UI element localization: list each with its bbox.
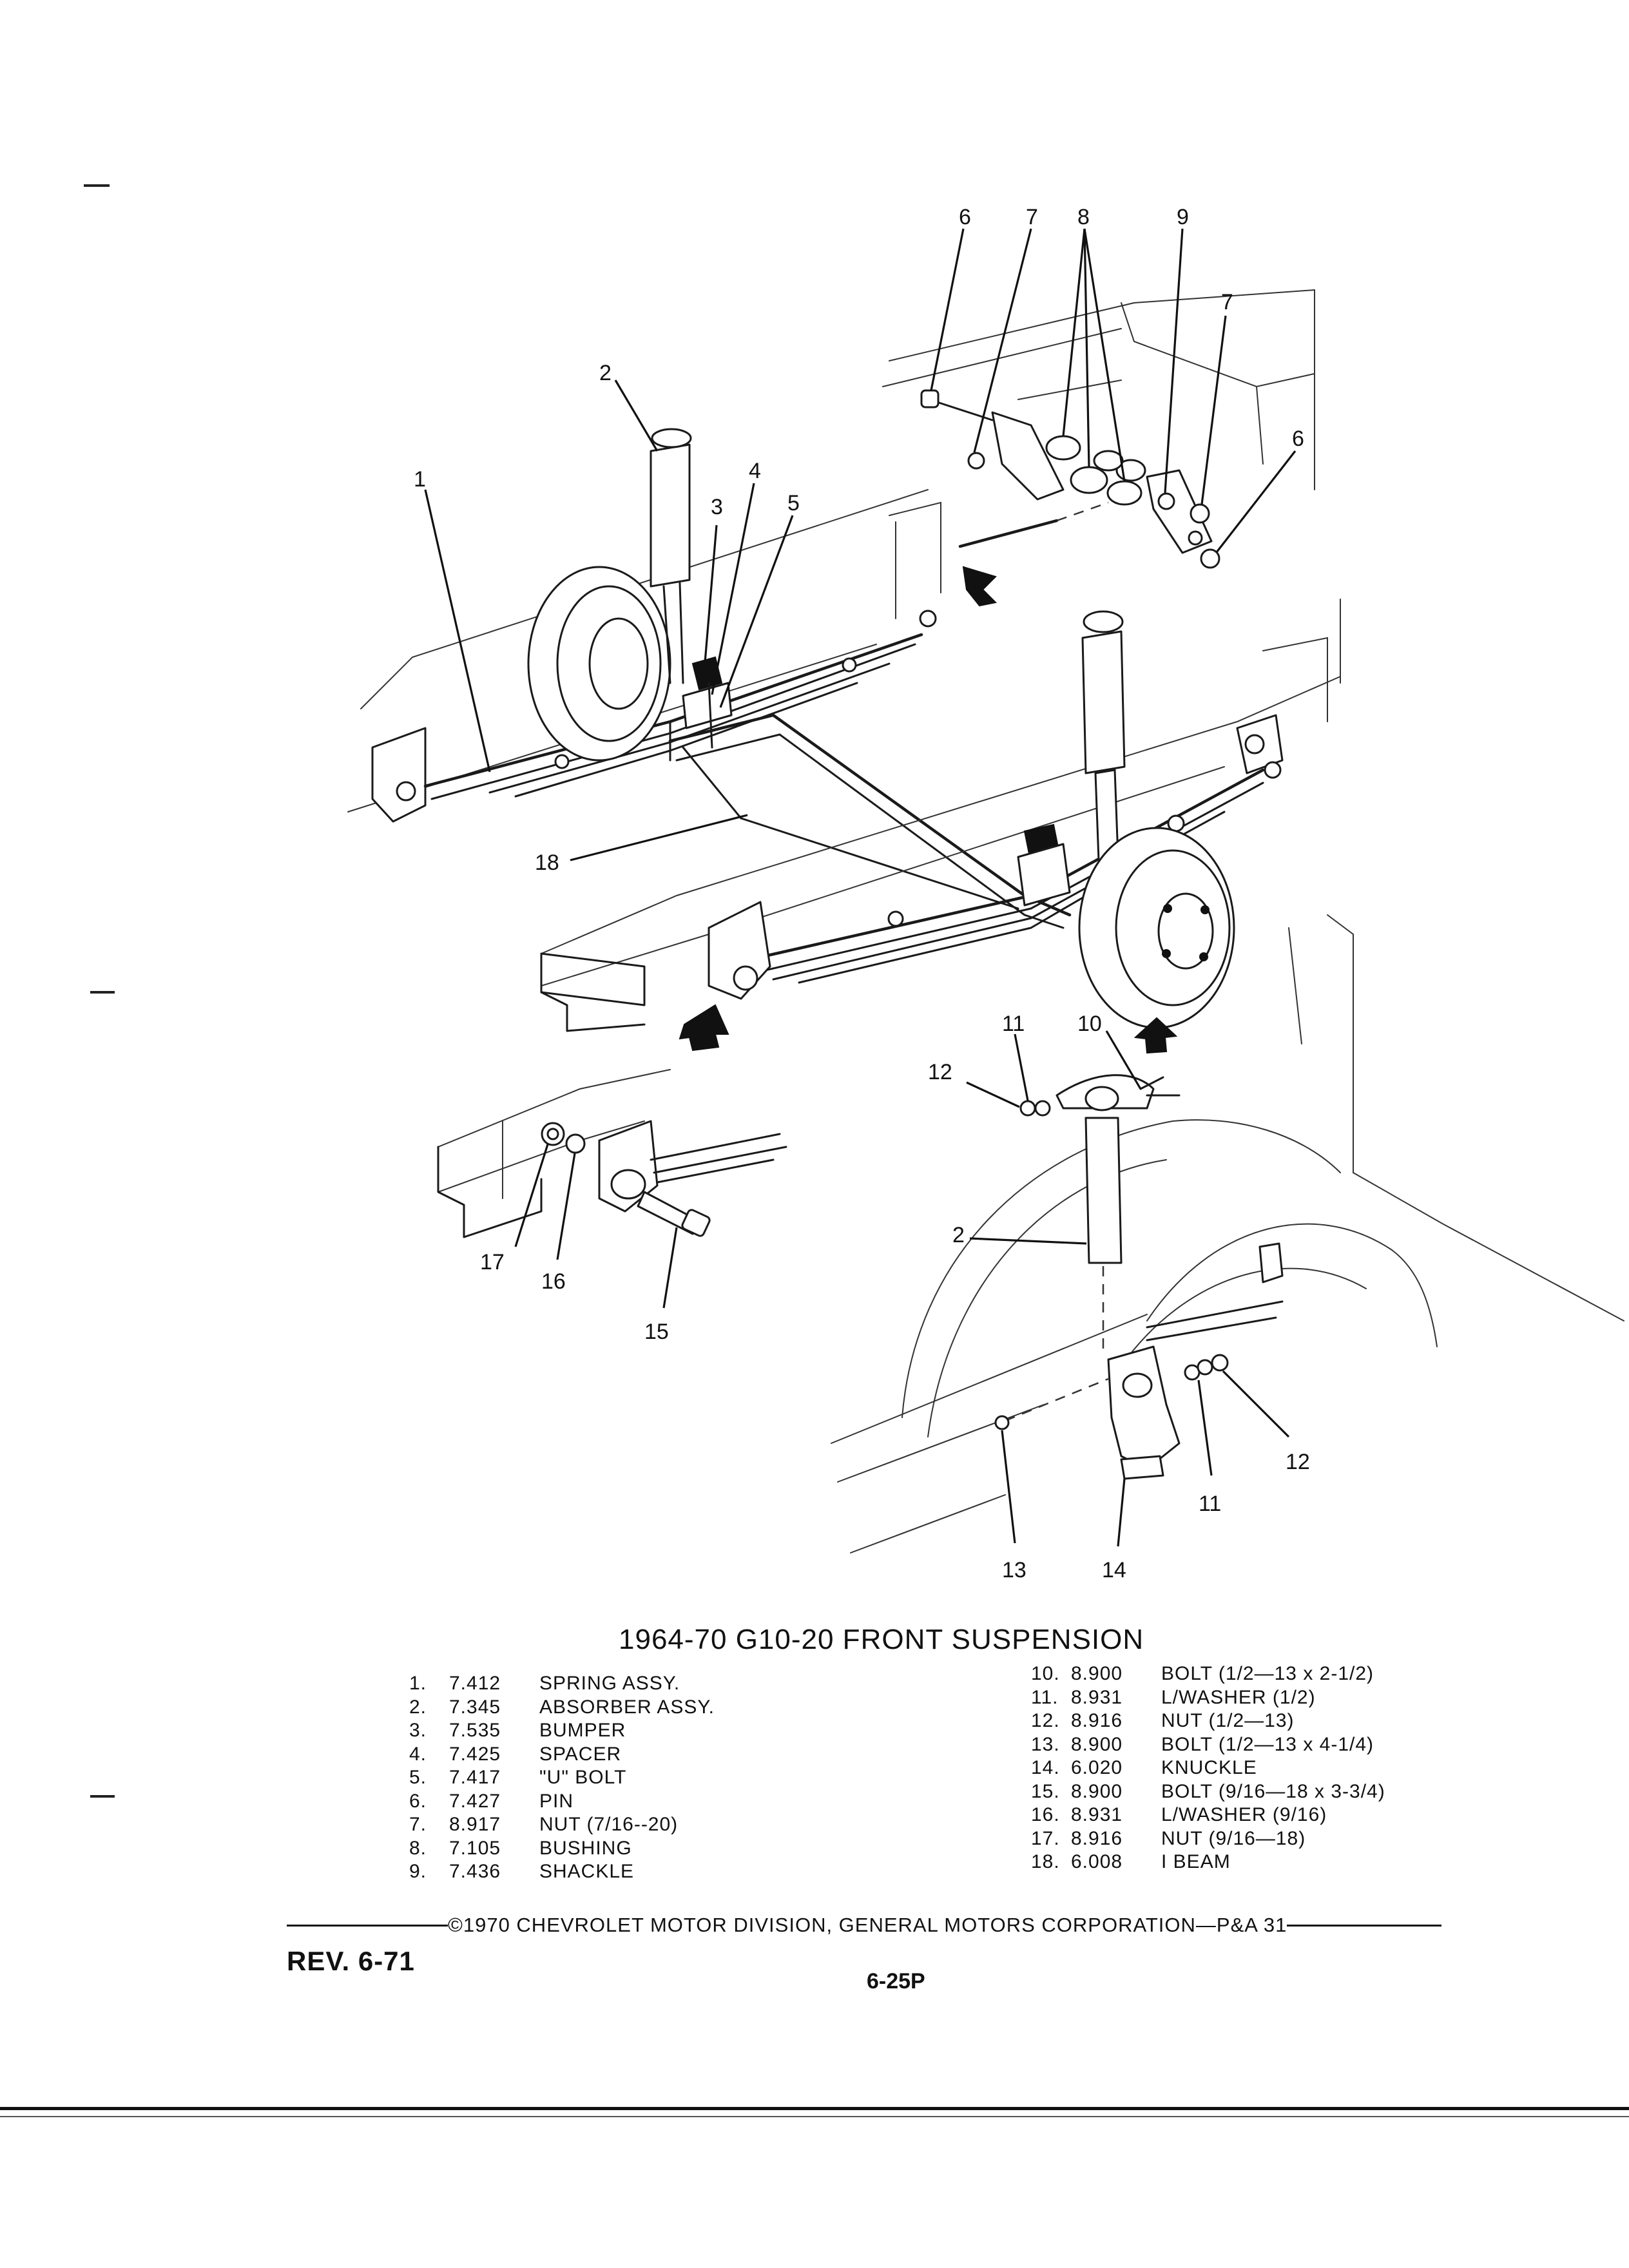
callout-13: 13 [1002, 1558, 1027, 1582]
callout-10: 10 [1077, 1012, 1102, 1036]
margin-mark-bottom [90, 1795, 115, 1798]
callout-4: 4 [749, 459, 761, 483]
figure-title: 1964-70 G10-20 FRONT SUSPENSION [619, 1624, 1144, 1655]
parts-list-row: 5.7.417"U" BOLT [409, 1767, 627, 1788]
callout-17: 17 [480, 1250, 505, 1274]
main-assembly [347, 428, 1341, 1054]
copyright-line: ©1970 CHEVROLET MOTOR DIVISION, GENERAL … [287, 1914, 1524, 1937]
bottom-rule-thin [0, 2116, 1629, 2117]
bottom-rule [0, 2107, 1629, 2110]
copyright-rule-left [287, 1924, 448, 1927]
callout-11: 11 [1002, 1012, 1025, 1036]
callout-5: 5 [787, 491, 800, 515]
callout-6-right: 6 [1292, 427, 1304, 451]
callout-1: 1 [414, 467, 426, 492]
callout-18: 18 [535, 850, 559, 875]
spring-eye-detail [437, 1069, 787, 1238]
copyright-text: ©1970 CHEVROLET MOTOR DIVISION, GENERAL … [448, 1914, 1287, 1936]
callout-16: 16 [541, 1269, 566, 1294]
copyright-rule-right [1287, 1924, 1442, 1927]
callout-6: 6 [959, 205, 971, 229]
callout-9: 9 [1177, 205, 1189, 229]
rear-shackle-assembly [882, 289, 1315, 607]
callout-12: 12 [928, 1060, 952, 1084]
callout-14: 14 [1102, 1558, 1126, 1582]
margin-mark-top [84, 184, 110, 187]
margin-mark-middle [90, 991, 115, 994]
callout-15: 15 [644, 1320, 669, 1344]
callout-2: 2 [599, 361, 612, 385]
callout-2-lower: 2 [952, 1223, 965, 1247]
callout-12-lower: 12 [1286, 1450, 1310, 1474]
callout-7: 7 [1026, 205, 1038, 229]
revision-label: REV. 6-71 [287, 1946, 415, 1976]
knuckle-detail [831, 914, 1624, 1553]
callout-7-right: 7 [1221, 290, 1233, 314]
callout-11-lower: 11 [1199, 1492, 1221, 1516]
callout-8: 8 [1077, 205, 1090, 229]
callout-3: 3 [711, 495, 723, 519]
callouts: 1 2 3 4 5 6 7 8 9 7 6 18 [414, 205, 1310, 1582]
page-code: 6-25P [867, 1969, 925, 1994]
